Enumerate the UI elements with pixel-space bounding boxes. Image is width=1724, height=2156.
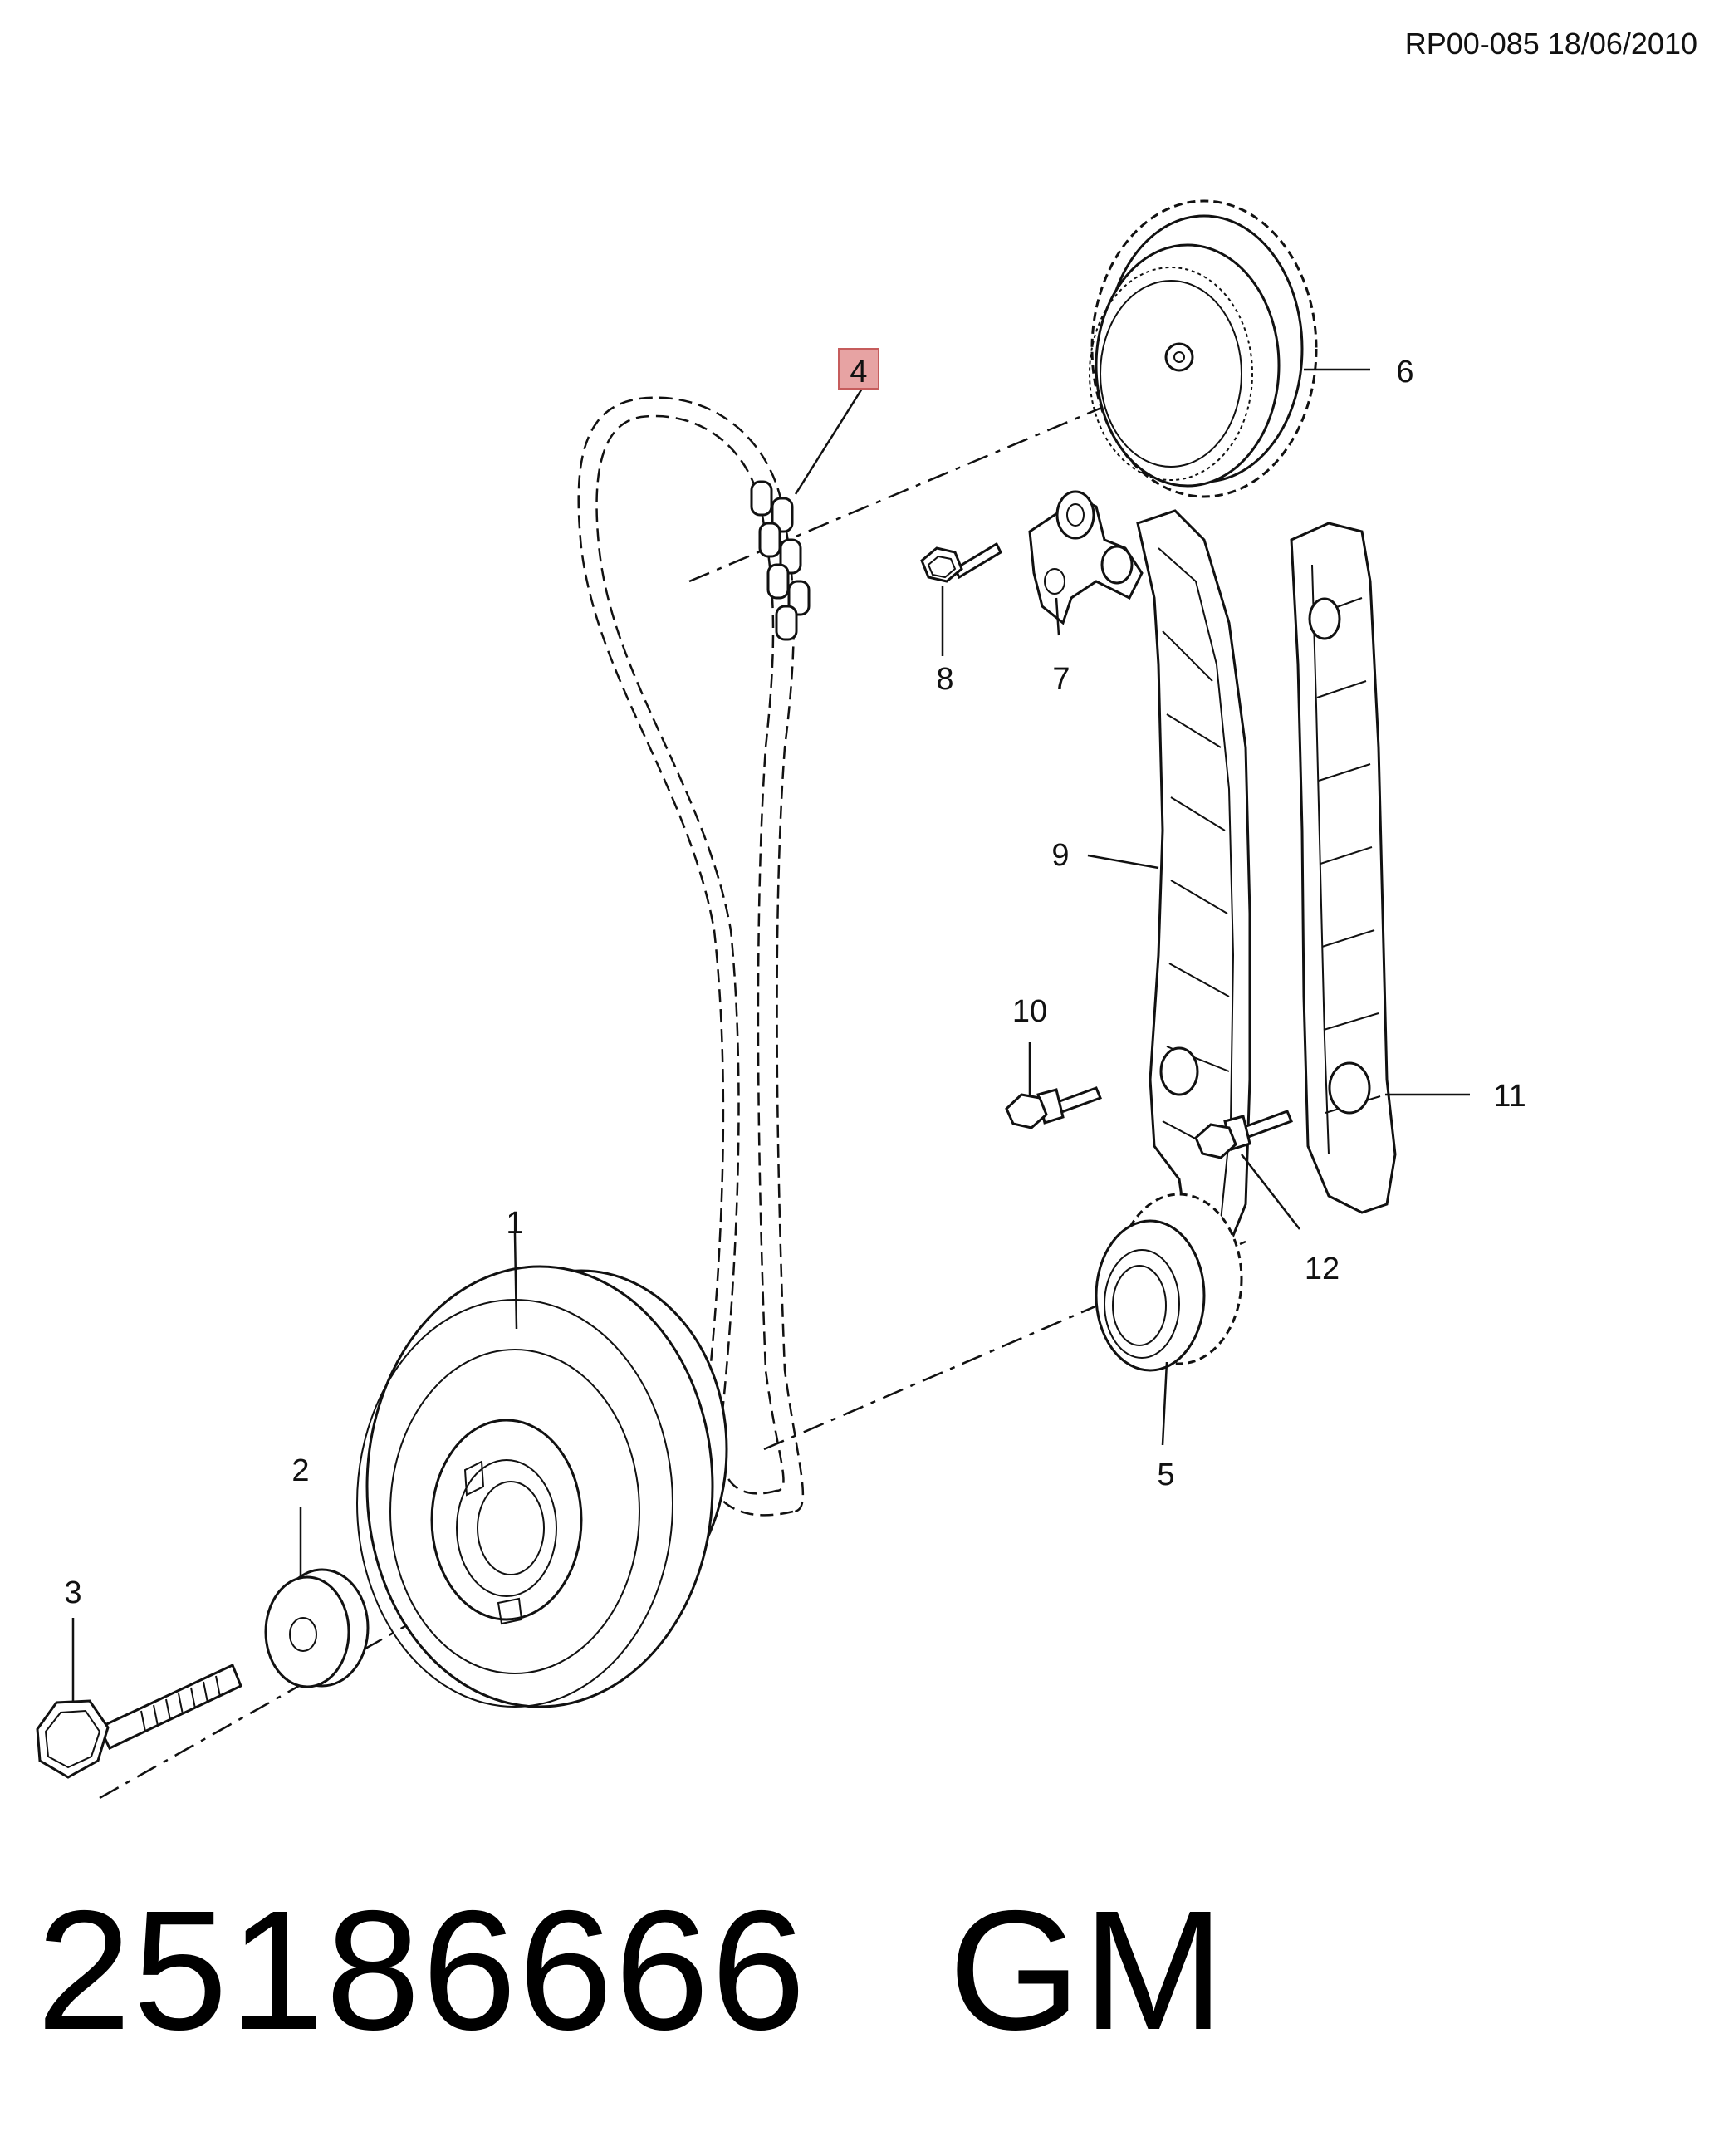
part-label-10[interactable]: 10 [1012, 994, 1047, 1029]
crankshaft-pulley-icon[interactable] [356, 1265, 728, 1708]
guide-rail-icon[interactable] [1290, 522, 1397, 1214]
drawing-reference: RP00-085 18/06/2010 [1404, 27, 1697, 61]
chain-link-detail [750, 480, 811, 641]
highlight-box [838, 348, 879, 390]
brand-name: GM [948, 1875, 1227, 2065]
part-label-2[interactable]: 2 [291, 1453, 309, 1488]
part-label-9[interactable]: 9 [1051, 838, 1069, 873]
washer-icon[interactable] [264, 1568, 370, 1688]
part-number: 25186666 [37, 1875, 808, 2065]
bolt-icon[interactable] [1005, 1086, 1102, 1129]
part-labels: 1 2 3 4 5 6 7 8 9 10 11 12 [64, 355, 1526, 1610]
bolt-icon[interactable] [1194, 1110, 1293, 1159]
part-label-3[interactable]: 3 [64, 1575, 81, 1610]
part-label-1[interactable]: 1 [506, 1206, 523, 1241]
chain-tensioner-icon[interactable] [1028, 490, 1144, 625]
part-label-4[interactable]: 4 [850, 355, 867, 390]
camshaft-sprocket-icon[interactable] [1089, 199, 1318, 498]
crankshaft-sprocket-icon[interactable] [1095, 1193, 1243, 1372]
bolt-icon[interactable] [920, 541, 1002, 583]
part-label-11[interactable]: 11 [1493, 1079, 1526, 1114]
leader-lines [71, 368, 1470, 1703]
part-label-6[interactable]: 6 [1396, 355, 1413, 390]
bolt-icon[interactable] [36, 1663, 242, 1779]
tensioner-guide-rail-icon[interactable] [1136, 509, 1251, 1256]
part-label-12[interactable]: 12 [1305, 1252, 1340, 1286]
part-label-8[interactable]: 8 [936, 662, 953, 697]
part-label-5[interactable]: 5 [1157, 1458, 1174, 1492]
part-label-7[interactable]: 7 [1052, 662, 1070, 697]
timing-chain-icon[interactable] [577, 396, 811, 1517]
